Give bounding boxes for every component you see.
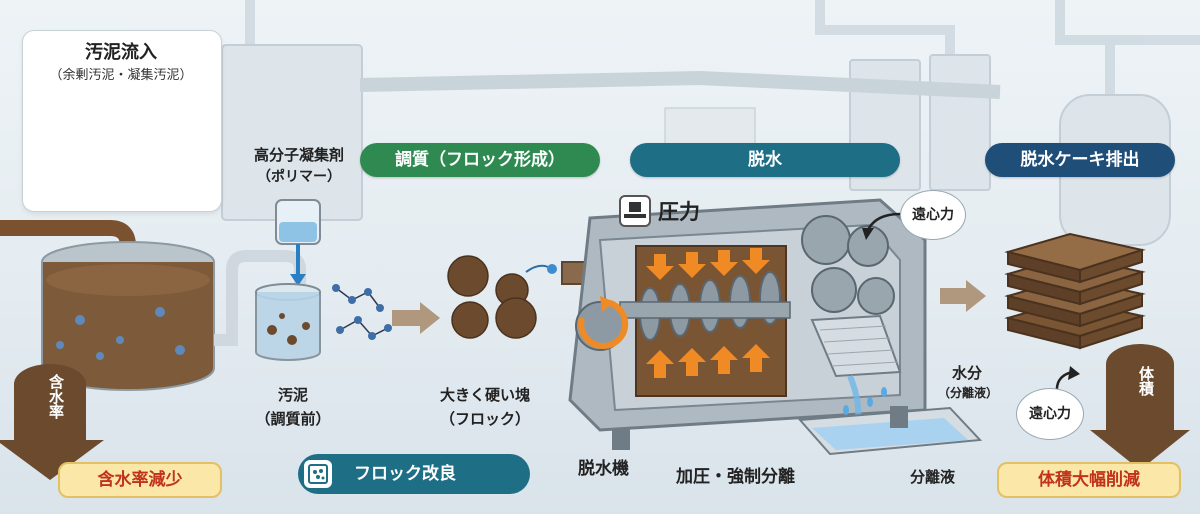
moisture-arrow-label: 含水率 [47, 374, 65, 419]
moisture-result-badge: 含水率減少 [58, 462, 222, 498]
centrifugal-bubble-right: 遠心力 [1016, 388, 1084, 440]
polymer-sublabel: （ポリマー） [257, 169, 341, 185]
volume-result-badge: 体積大幅削減 [997, 462, 1181, 498]
sludge-before-label: 汚泥 [277, 386, 308, 404]
floc-label: 大きく硬い塊 [439, 386, 530, 404]
polymer-label: 高分子凝集剤 [253, 146, 344, 164]
inflow-subtitle: （余剰汚泥・凝集汚泥） [49, 68, 193, 83]
floc-chart-icon [304, 460, 332, 488]
stage-conditioning: 調質（フロック形成） [360, 143, 600, 177]
press-separation-label: 加圧・強制分離 [676, 467, 795, 487]
sludge-before-sublabel: （調質前） [255, 410, 331, 428]
stage-cake-discharge: 脱水ケーキ排出 [985, 143, 1175, 177]
sludge-inflow-panel [22, 30, 222, 212]
stage-dewatering: 脱水 [630, 143, 900, 177]
machine-label: 脱水機 [578, 459, 629, 479]
water-sublabel: （分離液） [937, 386, 998, 400]
separated-liquid-label: 分離液 [910, 468, 956, 486]
water-label: 水分 [951, 364, 982, 382]
floc-sublabel: （フロック） [439, 410, 530, 428]
centrifugal-bubble-top: 遠心力 [900, 190, 966, 240]
pressure-label: 圧力 [658, 200, 700, 224]
inflow-title: 汚泥流入 [85, 42, 157, 63]
volume-arrow-label: 体積 [1137, 366, 1155, 396]
floc-improvement-badge: フロック改良 [298, 454, 530, 494]
